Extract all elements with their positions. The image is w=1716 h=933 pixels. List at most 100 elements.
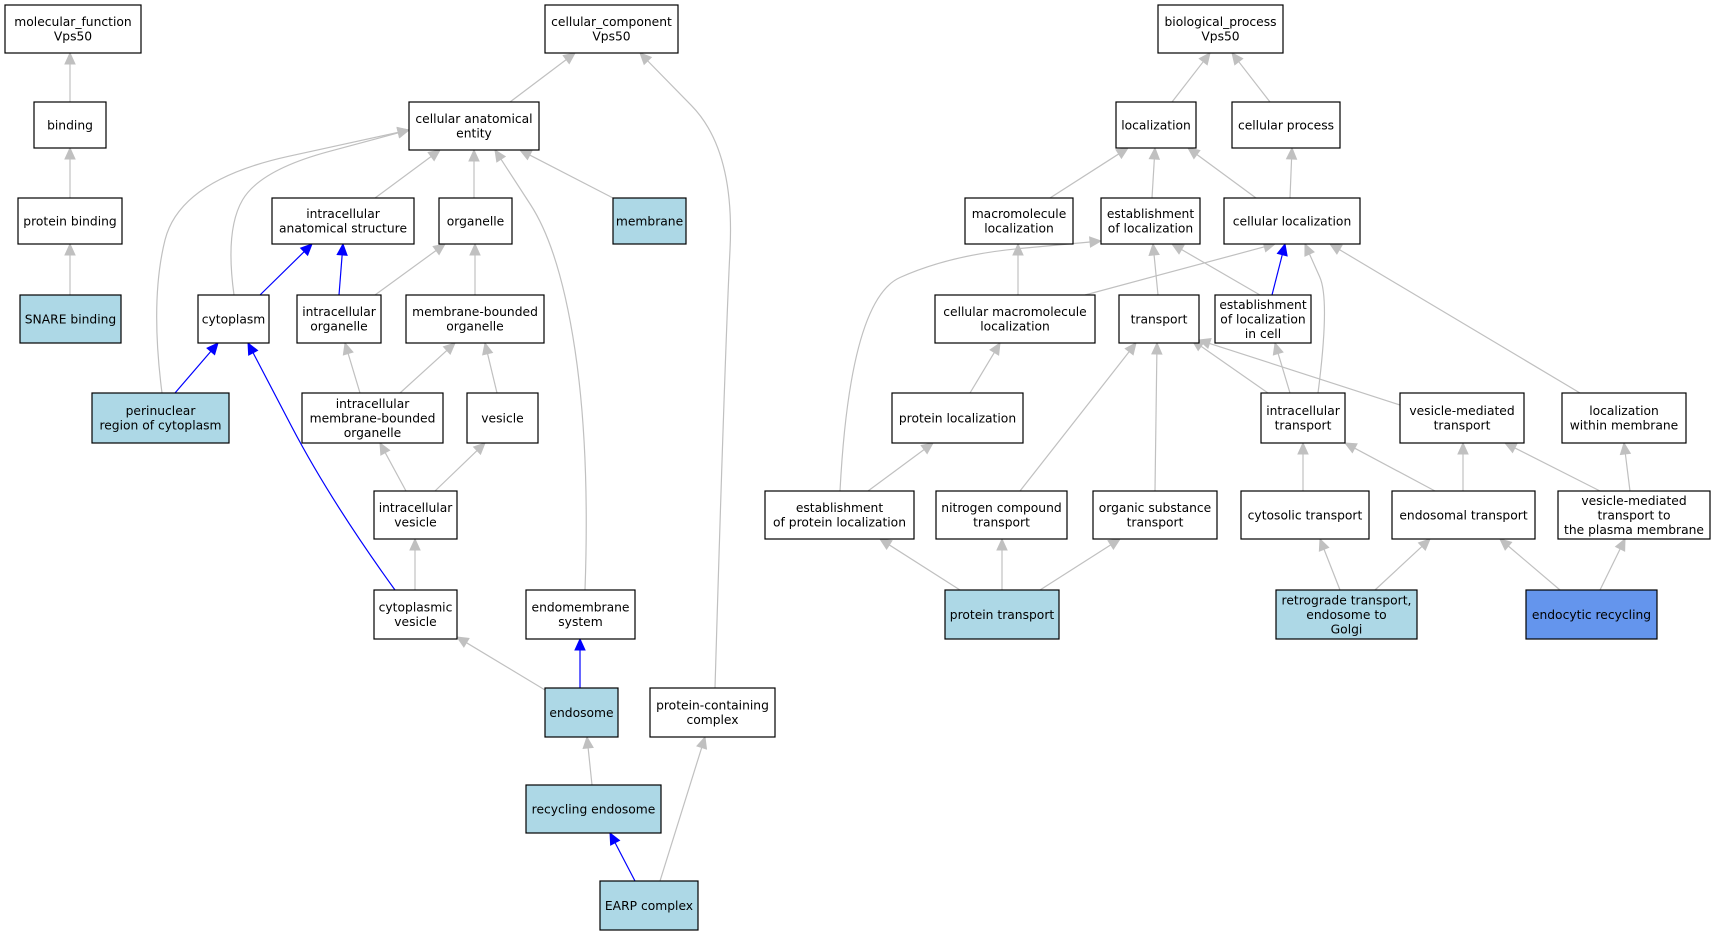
term-node-transport[interactable]: transport xyxy=(1118,294,1200,344)
term-label-line: of protein localization xyxy=(773,516,906,530)
term-label-line: molecular_function xyxy=(14,15,131,29)
edge-arrowhead xyxy=(1272,341,1284,356)
term-label-line: of localization xyxy=(1220,312,1305,326)
term-label-line: endosome xyxy=(549,706,613,720)
edge-line xyxy=(338,254,343,296)
term-node-snare-binding[interactable]: SNARE binding xyxy=(19,294,122,344)
term-label-line: in cell xyxy=(1245,327,1281,341)
term-box xyxy=(1240,490,1370,540)
term-node-protein-binding[interactable]: protein binding xyxy=(17,197,123,245)
edge-estprotloc-to-estloc xyxy=(839,236,1103,492)
term-label-line: perinuclear xyxy=(126,404,197,418)
term-box xyxy=(612,197,687,245)
edge-arrowhead xyxy=(1499,538,1513,551)
term-box xyxy=(544,687,619,738)
term-label-line: EARP complex xyxy=(605,899,693,913)
term-box xyxy=(296,294,382,344)
term-node-recycling-endosome[interactable]: recycling endosome xyxy=(525,784,662,834)
edge-arrowhead xyxy=(336,242,348,256)
edge-line xyxy=(230,132,399,296)
term-node-binding[interactable]: binding xyxy=(33,101,107,149)
edge-arrowhead xyxy=(1148,242,1160,257)
term-label-line: cellular anatomical xyxy=(415,112,532,126)
edge-imbo-to-mbo xyxy=(399,342,456,394)
term-box xyxy=(935,490,1068,540)
edge-line xyxy=(1181,248,1261,296)
edge-arrowhead xyxy=(1285,146,1298,160)
edge-protloc-to-cmacloc xyxy=(969,341,1001,394)
term-node-cellular-localization[interactable]: cellular localization xyxy=(1223,197,1361,245)
edge-arrowhead xyxy=(64,242,76,256)
term-node-protein-transport[interactable]: protein transport xyxy=(944,589,1060,640)
term-box xyxy=(891,392,1024,444)
edge-transport-to-estloc xyxy=(1148,242,1160,296)
term-label-line: cellular process xyxy=(1238,118,1334,132)
edge-perinuc-to-cytoplasm xyxy=(174,342,219,394)
edge-arrowhead xyxy=(342,341,354,356)
edge-vmtpm-to-vmt xyxy=(1503,442,1601,492)
term-node-cytoplasm[interactable]: cytoplasm xyxy=(197,294,270,344)
term-box xyxy=(1157,4,1284,54)
term-label-line: transport xyxy=(973,516,1030,530)
term-node-endocytic-recycling[interactable]: endocytic recycling xyxy=(1525,589,1658,640)
term-node-endosomal-transport[interactable]: endosomal transport xyxy=(1391,490,1536,540)
term-label-line: transport to xyxy=(1597,508,1670,522)
term-node-organelle[interactable]: organelle xyxy=(438,197,513,245)
edge-line xyxy=(1153,254,1159,296)
term-node-cytosolic-transport[interactable]: cytosolic transport xyxy=(1240,490,1370,540)
edge-arrowhead xyxy=(989,341,1001,356)
edge-arrowhead xyxy=(427,149,441,162)
edge-endorecyc-to-vmtpm xyxy=(1599,537,1626,591)
edge-arrowhead xyxy=(455,636,470,648)
term-label-line: SNARE binding xyxy=(25,312,116,326)
term-label-line: localization xyxy=(1589,404,1659,418)
term-node-cellular-process[interactable]: cellular process xyxy=(1231,101,1341,149)
term-node-protein-localization[interactable]: protein localization xyxy=(891,392,1024,444)
term-node-membrane[interactable]: membrane xyxy=(612,197,687,245)
term-node-localization[interactable]: localization xyxy=(1115,101,1197,149)
term-label-line: protein transport xyxy=(950,608,1055,622)
term-box xyxy=(1231,101,1341,149)
term-box xyxy=(408,101,540,151)
edge-arrowhead xyxy=(1115,147,1130,160)
edge-recyc-to-endosome xyxy=(582,735,594,786)
term-label-line: Vps50 xyxy=(54,30,92,44)
edge-prottrans-to-ostrans xyxy=(1039,538,1122,591)
term-box xyxy=(1214,294,1312,344)
term-label-line: organelle xyxy=(446,320,503,334)
term-label-line: cytoplasmic xyxy=(379,601,453,615)
term-box xyxy=(944,589,1060,640)
term-node-earp-complex[interactable]: EARP complex xyxy=(599,880,699,931)
term-label-line: region of cytoplasm xyxy=(99,419,221,433)
edge-ictrans-to-cellloc xyxy=(1304,242,1326,394)
term-label-line: membrane-bounded xyxy=(412,305,538,319)
term-box xyxy=(1557,490,1711,540)
term-node-endosome[interactable]: endosome xyxy=(544,687,619,738)
term-node-vesicle[interactable]: vesicle xyxy=(466,392,539,444)
